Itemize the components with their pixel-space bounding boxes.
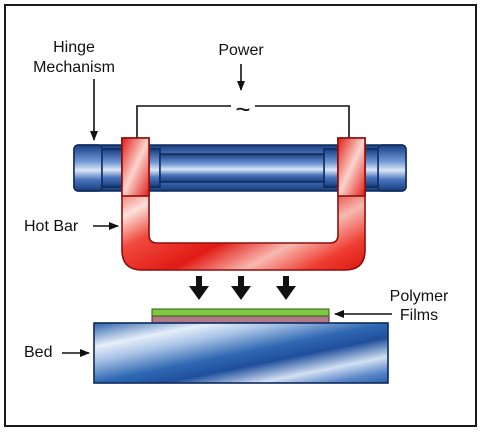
polymer-label-line2: Films (400, 307, 438, 324)
hinge-label-line1: Hinge (53, 39, 95, 56)
bed (93, 322, 389, 384)
press-arrow (189, 276, 209, 300)
bed-label: Bed (24, 344, 52, 361)
hinge-shaft (159, 153, 325, 183)
hot-bar-right-contact (337, 137, 366, 197)
press-arrows (189, 276, 296, 300)
hinge-label-line2: Mechanism (33, 59, 115, 76)
press-arrow (276, 276, 296, 300)
polymer-film-lower (151, 315, 330, 324)
polymer-film-upper (151, 308, 330, 317)
hot-bar-label: Hot Bar (24, 218, 79, 235)
power-wire (136, 105, 350, 140)
power-label: Power (218, 42, 264, 59)
polymer-label-line1: Polymer (390, 288, 449, 305)
ac-power-symbol: ~ (235, 94, 250, 124)
hot-bar-left-contact (121, 137, 150, 197)
press-arrow (231, 276, 251, 300)
